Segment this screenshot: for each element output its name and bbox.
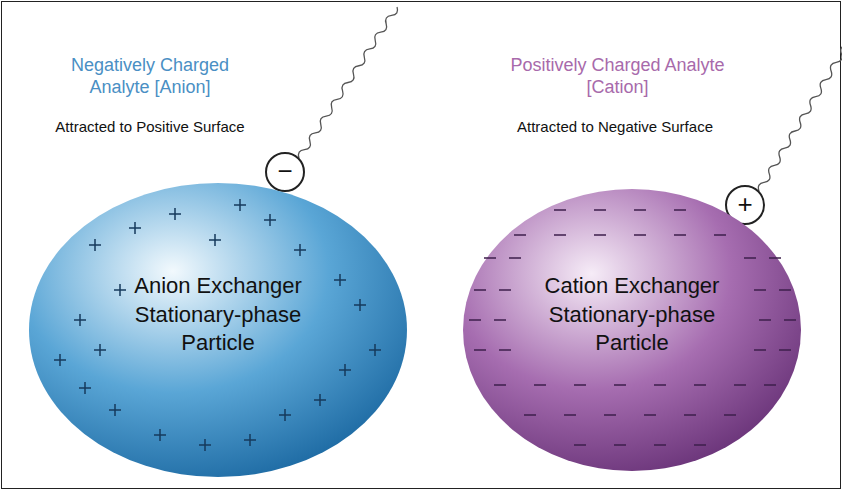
node-text: Cation Exchanger Stationary-phase Partic… — [532, 272, 732, 358]
analyte-circle: − — [265, 152, 305, 192]
node-text: + — [737, 191, 752, 217]
anion-chain — [296, 5, 399, 159]
node-text: − — [277, 158, 292, 184]
particle-body — [29, 183, 407, 477]
attraction-note: Attracted to Negative Surface — [515, 118, 715, 136]
particle-body — [463, 189, 801, 471]
cation-exchanger-particle: Cation Exchanger Stationary-phase Partic… — [462, 188, 802, 472]
surface-charges — [469, 210, 796, 445]
particle-outline — [28, 182, 408, 478]
node-text: Anion Exchanger Stationary-phase Particl… — [118, 272, 318, 358]
analyte-heading: Negatively Charged Analyte [Anion] — [45, 55, 255, 98]
particle-outline — [462, 188, 802, 472]
attraction-note: Attracted to Positive Surface — [55, 118, 245, 136]
analyte-heading: Positively Charged Analyte [Cation] — [510, 55, 725, 98]
cation-chain — [756, 44, 842, 193]
anion-exchanger-particle: Anion Exchanger Stationary-phase Particl… — [28, 182, 408, 478]
surface-charges — [54, 199, 381, 451]
